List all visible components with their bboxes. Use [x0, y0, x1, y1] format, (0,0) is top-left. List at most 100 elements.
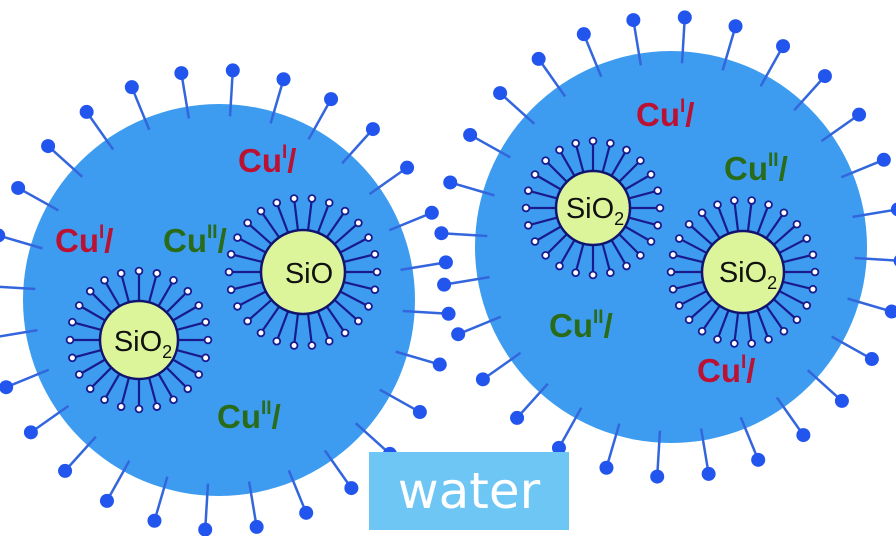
ligand-head [808, 250, 818, 260]
surfactant-tail [632, 19, 643, 66]
surfactant-molecule-icon [493, 86, 508, 101]
ligand-tail [678, 237, 708, 254]
ligand-head [808, 284, 818, 294]
surfactant-molecule-icon [99, 493, 114, 508]
ligand-head [606, 138, 615, 148]
surfactant-tail [793, 75, 826, 112]
surfactant-molecule-icon [23, 425, 38, 440]
surfactant-molecule-icon [0, 380, 14, 395]
cu-ii-slash: / [218, 222, 227, 259]
sio-core-label: SiO [285, 258, 333, 290]
ligand-tail [678, 290, 708, 307]
surfactant-tail [820, 113, 860, 143]
surfactant-tail [0, 328, 38, 338]
surfactant-molecule-icon [817, 69, 832, 84]
surfactant-tail [680, 17, 687, 64]
ligand-head [653, 186, 663, 195]
ligand-head [324, 336, 334, 346]
ligand-head [340, 206, 350, 216]
surfactant-molecule-icon [198, 522, 213, 536]
surfactant-tail [17, 186, 59, 212]
ligand-tail [701, 212, 721, 239]
cu-i-label: CuI/ [238, 142, 296, 179]
surfactant-molecule-icon [400, 160, 415, 175]
ligand-head [674, 301, 684, 310]
ligand-tail [343, 253, 376, 264]
ligand-tail [148, 273, 158, 303]
surfactant-tail [840, 158, 885, 179]
ligand-tail [610, 149, 628, 177]
surfactant-tail [537, 58, 567, 98]
reverse-micelles-layer [0, 10, 896, 536]
ligand-head [747, 339, 756, 348]
surfactant-tail [457, 315, 502, 336]
surfactant-molecule-icon [834, 393, 849, 408]
surfactant-molecule-icon [424, 205, 439, 220]
ligand-tail [765, 212, 785, 239]
ligand-tail [716, 204, 730, 235]
surfactant-tail [323, 449, 353, 489]
core-subscript: 2 [614, 209, 624, 229]
ligand-tail [306, 313, 314, 346]
surfactant-tail [5, 368, 50, 389]
surfactant-molecule-icon [576, 27, 591, 42]
water-label-box: water [369, 452, 569, 530]
surfactant-molecule-icon [599, 460, 614, 475]
surfactant-tail [759, 45, 785, 87]
silica-particle-icon [224, 194, 382, 350]
surfactant-tail [368, 166, 408, 196]
ligand-head [571, 268, 580, 278]
surfactant-molecule-icon [225, 63, 240, 78]
ligand-head [747, 196, 756, 205]
surfactant-tail [388, 211, 433, 232]
ligand-head [523, 221, 533, 230]
ligand-tail [333, 299, 360, 322]
ligand-tail [782, 280, 814, 291]
cu-i-slash: / [104, 222, 113, 259]
ligand-tail [230, 253, 263, 264]
ligand-head [802, 301, 812, 310]
core-formula: SiO [285, 258, 333, 290]
ligand-tail [574, 142, 585, 173]
ligand-head [307, 194, 317, 203]
ligand-head [183, 384, 193, 394]
micelle-body [475, 51, 867, 443]
surfactant-molecule-icon [174, 66, 189, 81]
ligand-head [588, 136, 598, 146]
surfactant-tail [395, 350, 441, 366]
ligand-head [65, 335, 75, 345]
ligand-head [684, 315, 694, 325]
surfactant-molecule-icon [451, 327, 466, 342]
surfactant-tail [852, 208, 896, 219]
ligand-tail [618, 233, 642, 257]
surfactant-tail [180, 72, 191, 119]
ligand-tail [275, 202, 290, 234]
ligand-head [243, 316, 252, 326]
ligand-head [636, 156, 645, 165]
cu-ii-sup: II [207, 222, 218, 243]
surfactant-molecule-icon [299, 505, 314, 520]
ligand-head [152, 269, 162, 278]
ligand-head [272, 336, 282, 346]
sio2-core-label: SiO2 [719, 257, 777, 293]
surfactant-tail [105, 460, 131, 502]
ligand-head [226, 249, 236, 259]
ligand-tail [316, 310, 331, 342]
ligand-tail [72, 321, 102, 331]
ligand-head [370, 249, 380, 259]
ligand-head [74, 301, 84, 310]
surfactant-tail [402, 309, 449, 316]
core-formula: SiO [566, 193, 614, 225]
ligand-head [370, 285, 380, 295]
surfactant-tail [516, 382, 549, 419]
ligand-head [655, 203, 665, 213]
ligand-head [116, 402, 126, 411]
ligand-tail [120, 273, 130, 303]
surfactant-tail [307, 98, 333, 140]
ligand-tail [78, 358, 106, 376]
ligand-head [530, 237, 540, 246]
surfactant-molecule-icon [551, 440, 566, 455]
ligand-head [646, 170, 656, 179]
ligand-tail [601, 142, 612, 173]
ligand-head [541, 156, 550, 165]
